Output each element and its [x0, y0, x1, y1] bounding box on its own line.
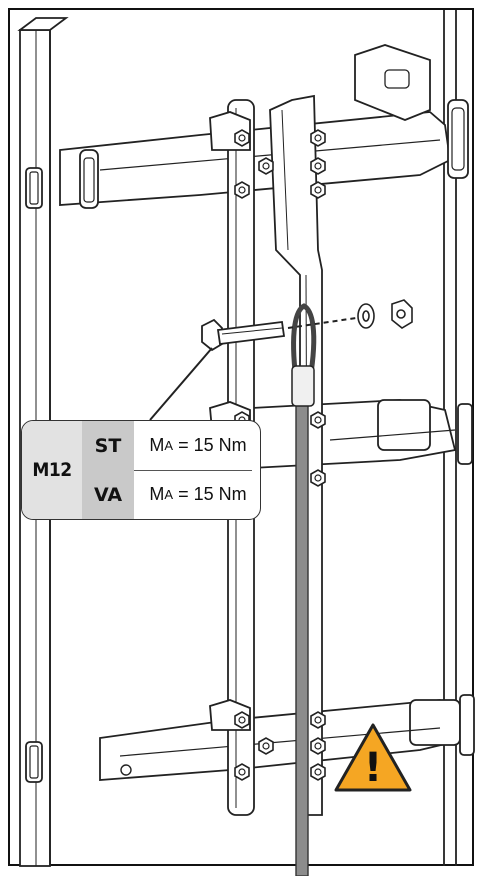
- warning-icon: !: [334, 723, 412, 792]
- m12-hex-bolt: [201, 318, 286, 352]
- material-va-label: VA: [82, 470, 134, 519]
- bottom-rung: [99, 694, 475, 781]
- hex-nut: [391, 299, 413, 329]
- torque-value: = 15 Nm: [178, 435, 247, 455]
- middle-rung: [214, 399, 473, 471]
- row-divider: [134, 470, 252, 471]
- material-st-label: ST: [82, 421, 134, 470]
- washer: [357, 303, 375, 329]
- warning-glyph: !: [364, 745, 382, 791]
- left-ladder-rail: [17, 17, 69, 867]
- top-rung: [59, 44, 469, 209]
- torque-subscript: A: [164, 438, 174, 453]
- torque-symbol: M: [149, 435, 165, 455]
- bolt-size-label: M12: [22, 421, 82, 519]
- callout-leader-line: [149, 347, 213, 421]
- bolt-axis-dashed: [287, 317, 357, 329]
- torque-subscript: A: [164, 487, 174, 502]
- torque-value: = 15 Nm: [178, 484, 247, 504]
- torque-symbol: M: [149, 484, 165, 504]
- guide-cable: [291, 303, 317, 876]
